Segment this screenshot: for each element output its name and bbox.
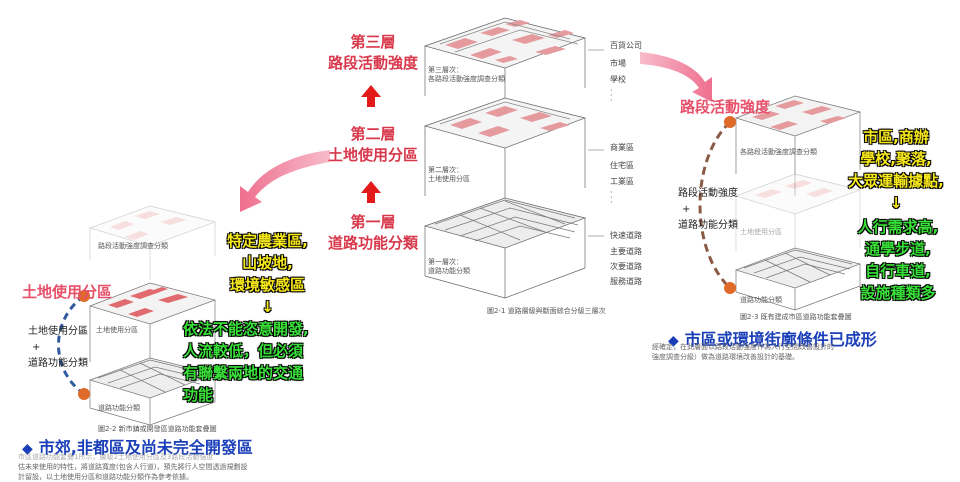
right-caption: 圖2-3 既有建成市區道路功能套疊圖 bbox=[740, 313, 852, 321]
left-green-note: 依法不能恣意開發, 人流較低，但必須 有聯繫兩地的交通 功能 bbox=[183, 318, 343, 406]
center-layer2-side-label: 第二層次： 土地使用分區 bbox=[428, 166, 470, 183]
center-layer3-list: 百貨公司 市場 學校 ··· bbox=[610, 40, 670, 105]
center-layer3-side-label: 第三層次： 各路段活動強度調查分類 bbox=[428, 66, 505, 83]
up-arrow-lower bbox=[361, 181, 381, 203]
note-line: 自行車道, bbox=[865, 262, 931, 280]
right-combo-label: 路段活動強度 + 道路功能分類 bbox=[678, 186, 750, 234]
right-body-text: 經確定，在此層面以路段活動強度作為人行空間改善設計的 強度調查分級）做為道路環境… bbox=[652, 342, 922, 362]
center-layer3-title: 第三層 路段活動強度 bbox=[327, 33, 418, 72]
note-line: 人流較低，但必須 bbox=[183, 342, 304, 360]
left-combo-line: 土地使用分區 bbox=[28, 326, 88, 337]
right-bracket-dot-bottom bbox=[724, 282, 736, 294]
left-combo-label: 土地使用分區 + 道路功能分類 bbox=[28, 324, 98, 372]
center-layer1 bbox=[423, 197, 587, 299]
left-pink-title: 土地使用分區 bbox=[22, 283, 113, 301]
right-green-note: 人行需求高, 通學步道, 自行車道, 設施種類多 bbox=[842, 216, 954, 304]
left-bottom-layer-label: 道路功能分類 bbox=[98, 404, 140, 412]
list-item: 住宅區 bbox=[610, 161, 634, 170]
right-dashed-bracket bbox=[698, 120, 732, 290]
right-yellow-note: 市區,商辦 學校,聚落, 大眾運輸據點, ↓ bbox=[836, 126, 956, 214]
right-layer-mid bbox=[734, 173, 862, 272]
list-ellipsis: ··· bbox=[610, 188, 613, 207]
center-layer2-list: 商業區 住宅區 工業區 ··· bbox=[610, 142, 670, 207]
right-mid-layer-label: 土地使用分區 bbox=[740, 228, 782, 236]
right-top-layer-label: 各路段活動強度調查分類 bbox=[740, 148, 817, 156]
left-heading: ◆ 市郊,非都區及尚未完全開發區 bbox=[22, 434, 253, 458]
left-combo-plus: + bbox=[32, 342, 41, 353]
note-line: 大眾運輸據點, bbox=[848, 172, 944, 190]
body-line: 估未來使用的特性，將道路寬度(包含人行道)，預先將行人空間透過規劃設 bbox=[18, 463, 248, 471]
left-bracket-dot-top bbox=[78, 290, 90, 302]
note-line: 市區,商辦 bbox=[863, 128, 929, 146]
note-line: 依法不能恣意開發, bbox=[183, 320, 309, 338]
right-layer-top bbox=[734, 95, 862, 196]
right-combo-line: 路段活動強度 bbox=[678, 188, 738, 199]
list-item: 市場 bbox=[610, 59, 626, 68]
left-bracket-dot-bottom bbox=[78, 388, 90, 400]
note-line: 功能 bbox=[183, 386, 214, 404]
note-arrow: ↓ bbox=[889, 194, 903, 212]
body-line: 強度調查分級）做為道路環境改善設計的基礎。 bbox=[652, 353, 799, 361]
note-line: 環境敏感區 bbox=[229, 276, 305, 294]
list-item: 主要道路 bbox=[610, 247, 642, 256]
diamond-bullet-icon: ◆ bbox=[668, 333, 679, 349]
note-line: 人行需求高, bbox=[857, 218, 939, 236]
right-combo-plus: + bbox=[682, 204, 691, 215]
left-layer-mid bbox=[88, 282, 217, 384]
left-mid-layer-label: 土地使用分區 bbox=[96, 326, 138, 334]
right-bottom-layer-label: 道路功能分類 bbox=[740, 296, 782, 304]
left-combo-line: 道路功能分類 bbox=[28, 358, 88, 369]
list-item: 工業區 bbox=[610, 177, 634, 186]
list-item: 商業區 bbox=[610, 143, 634, 152]
list-item: 服務道路 bbox=[610, 277, 642, 286]
left-caption: 圖2-2 新市鎮或開發區道路功能套疊圖 bbox=[98, 425, 217, 433]
center-stack bbox=[423, 17, 604, 299]
center-layer1-title: 第一層 道路功能分類 bbox=[327, 213, 418, 252]
left-layer-top bbox=[88, 205, 217, 280]
right-heading: ◆ 市區或環境街廓條件已成形 bbox=[668, 326, 877, 350]
right-heading-text: 市區或環境街廓條件已成形 bbox=[684, 330, 877, 349]
left-body-text: 市區道路功能套疊1所示，層級2土地使用分區及3路段活動強度 估未來使用的特性，將… bbox=[18, 452, 318, 482]
diamond-bullet-icon: ◆ bbox=[22, 441, 33, 457]
up-arrows bbox=[361, 85, 381, 203]
list-item: 學校 bbox=[610, 75, 626, 84]
right-combo-line: 道路功能分類 bbox=[678, 220, 738, 231]
note-line: 設施種類多 bbox=[860, 284, 936, 302]
note-line: 有聯繫兩地的交通 bbox=[183, 364, 304, 382]
list-item: 次要道路 bbox=[610, 262, 642, 271]
right-curved-arrow bbox=[640, 52, 712, 102]
center-layer1-side-label: 第一層次： 道路功能分類 bbox=[428, 258, 470, 275]
center-layer2 bbox=[423, 97, 587, 218]
left-layer-bottom bbox=[88, 357, 217, 426]
list-item: 快速道路 bbox=[610, 231, 642, 240]
up-arrow-upper bbox=[361, 85, 381, 107]
note-line: 特定農業區, bbox=[227, 232, 308, 250]
body-line: 計留設，以土地使用分區和道路功能分類作為參考依據。 bbox=[18, 473, 193, 481]
center-layer2-title: 第二層 土地使用分區 bbox=[327, 125, 418, 164]
list-ellipsis: ··· bbox=[610, 86, 613, 105]
right-layer-bottom bbox=[734, 247, 862, 311]
center-caption: 圖2-1 道路層級與斷面綜合分級三層次 bbox=[487, 307, 606, 315]
body-line: 市區道路功能套疊1所示，層級2土地使用分區及3路段活動強度 bbox=[18, 453, 214, 461]
right-pink-title: 路段活動強度 bbox=[680, 98, 771, 116]
left-stack bbox=[88, 205, 217, 426]
right-bracket-dot-top bbox=[724, 116, 736, 128]
list-item: 百貨公司 bbox=[610, 41, 642, 50]
note-line: 學校,聚落, bbox=[860, 150, 932, 168]
left-dashed-bracket bbox=[57, 294, 85, 396]
note-line: 山坡地, bbox=[242, 254, 293, 272]
left-curved-arrow bbox=[240, 150, 330, 212]
left-top-layer-label: 路段活動強度調查分類 bbox=[98, 242, 168, 250]
center-layer1-list: 快速道路 主要道路 次要道路 服務道路 bbox=[610, 230, 670, 290]
left-heading-text: 市郊,非都區及尚未完全開發區 bbox=[38, 438, 253, 457]
body-line: 經確定，在此層面以路段活動強度作為人行空間改善設計的 bbox=[652, 343, 834, 351]
right-stack bbox=[734, 95, 862, 311]
note-line: 通學步道, bbox=[865, 240, 931, 258]
note-arrow: ↓ bbox=[261, 298, 274, 316]
left-yellow-note: 特定農業區, 山坡地, 環境敏感區 ↓ bbox=[205, 230, 330, 318]
